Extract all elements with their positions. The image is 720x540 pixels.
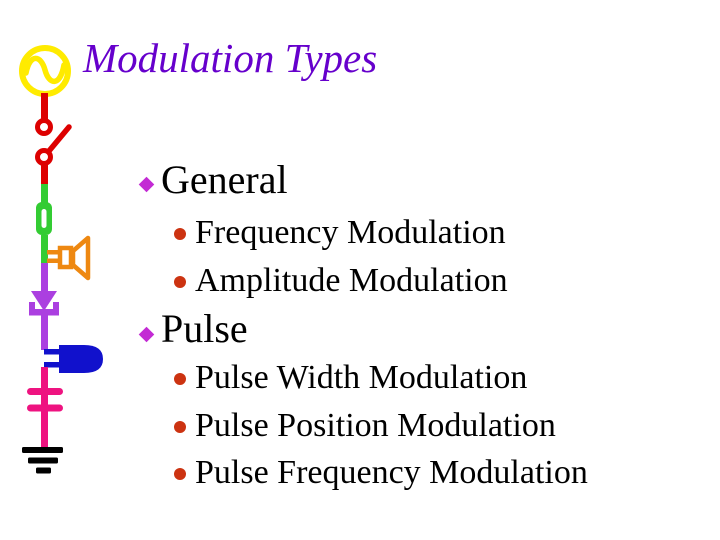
resistor-icon — [36, 184, 52, 263]
ac-source-icon — [19, 45, 71, 97]
slide-title: Modulation Types — [83, 35, 378, 81]
led-icon — [44, 345, 103, 373]
circle-bullet-icon — [174, 421, 186, 433]
diode-icon — [29, 263, 59, 350]
diamond-bullet-icon — [138, 326, 155, 343]
bullet-item-pulse-frequency-modulation: Pulse Frequency Modulation — [195, 454, 588, 491]
bullet-item-pulse: Pulse — [161, 306, 248, 351]
circle-bullet-icon — [174, 228, 186, 240]
ground-icon — [22, 447, 63, 474]
speaker-icon — [47, 235, 91, 281]
circle-bullet-icon — [174, 468, 186, 480]
bullet-item-general: General — [161, 157, 288, 202]
bullet-item-pulse-position-modulation: Pulse Position Modulation — [195, 407, 556, 444]
circle-bullet-icon — [174, 276, 186, 288]
bullet-item-pulse-width-modulation: Pulse Width Modulation — [195, 359, 528, 396]
capacitor-icon — [27, 367, 63, 449]
bullet-item-amplitude-modulation: Amplitude Modulation — [195, 262, 508, 299]
diamond-bullet-icon — [138, 176, 155, 193]
circuit-graphic — [19, 45, 103, 474]
circle-bullet-icon — [174, 373, 186, 385]
bullet-item-frequency-modulation: Frequency Modulation — [195, 214, 506, 251]
switch-icon — [35, 93, 72, 184]
